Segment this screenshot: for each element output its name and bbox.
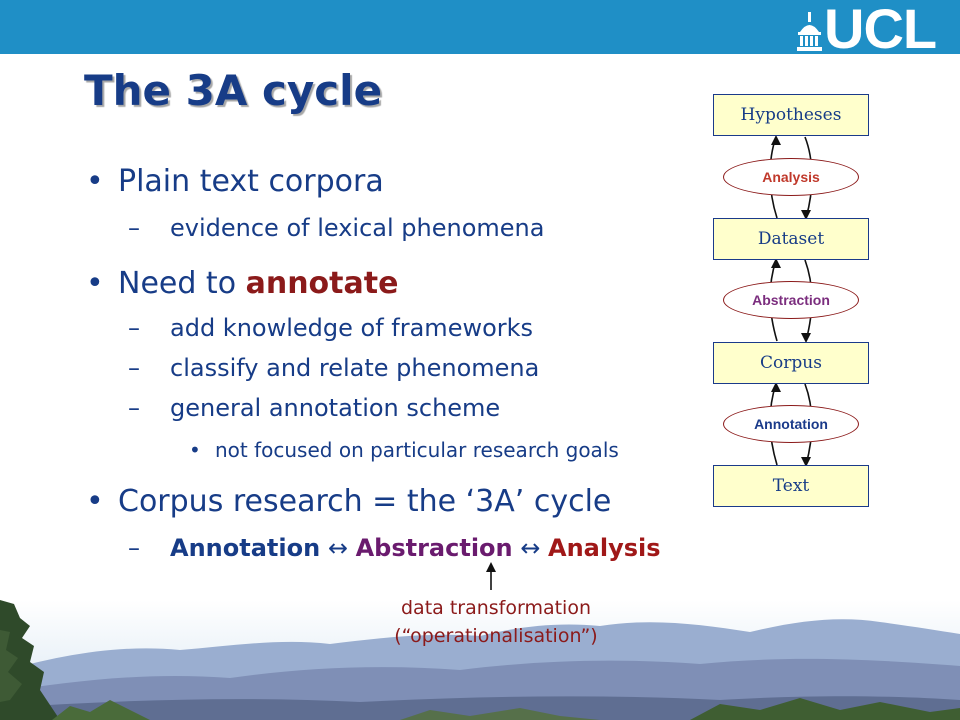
- sub-sub-bullet-text: not focused on particular research goals: [215, 438, 619, 462]
- bullet-text: Plain text corpora: [118, 164, 384, 199]
- sub-bullet-cycle: – Annotation ↔ Abstraction ↔ Analysis: [128, 534, 661, 562]
- oval-analysis: Analysis: [723, 158, 859, 196]
- oval-abstraction: Abstraction: [723, 281, 859, 319]
- bullet-marker: •: [86, 266, 104, 301]
- box-text: Text: [713, 465, 869, 507]
- bullet-prefix: Need to: [118, 266, 246, 301]
- sub-bullet-general-scheme: – general annotation scheme: [128, 394, 501, 422]
- bullet-marker: •: [86, 484, 104, 519]
- bullet-marker: •: [86, 164, 104, 199]
- note-line-2: (“operationalisation”): [394, 625, 598, 647]
- bullet-need-annotate: • Need to annotate: [86, 266, 399, 301]
- cycle-analysis: Analysis: [548, 534, 661, 562]
- cycle-annotation: Annotation: [170, 534, 321, 562]
- box-dataset: Dataset: [713, 218, 869, 260]
- sub-sub-bullet-not-focused: • not focused on particular research goa…: [189, 438, 619, 462]
- logo-text: UCL: [824, 0, 937, 60]
- sub-bullet-text: evidence of lexical phenomena: [170, 214, 545, 242]
- oval-annotation: Annotation: [723, 405, 859, 443]
- cycle-abstraction: Abstraction: [355, 534, 513, 562]
- slide-title: The 3A cycle: [84, 66, 383, 115]
- cycle-arrow: ↔: [520, 534, 541, 562]
- sub-bullet-evidence: – evidence of lexical phenomena: [128, 214, 545, 242]
- cycle-arrow: ↔: [327, 534, 348, 562]
- ucl-logo: UCL: [796, 0, 937, 60]
- bullet-marker: •: [189, 438, 201, 462]
- bullet-text: Corpus research = the ‘3A’ cycle: [118, 484, 612, 519]
- sub-bullet-add-knowledge: – add knowledge of frameworks: [128, 314, 534, 342]
- box-corpus: Corpus: [713, 342, 869, 384]
- dash-marker: –: [128, 314, 140, 342]
- dome-icon: [797, 12, 822, 51]
- sub-bullet-text: classify and relate phenomena: [170, 354, 540, 382]
- dash-marker: –: [128, 354, 140, 382]
- bullet-corpus-research: • Corpus research = the ‘3A’ cycle: [86, 484, 612, 519]
- dash-marker: –: [128, 534, 140, 562]
- sub-bullet-classify: – classify and relate phenomena: [128, 354, 540, 382]
- bullet-plain-text: • Plain text corpora: [86, 164, 384, 199]
- dash-marker: –: [128, 394, 140, 422]
- sub-bullet-text: add knowledge of frameworks: [170, 314, 534, 342]
- box-hypotheses: Hypotheses: [713, 94, 869, 136]
- sub-bullet-text: general annotation scheme: [170, 394, 501, 422]
- landscape-image: [0, 600, 960, 720]
- bullet-strong: annotate: [245, 266, 399, 301]
- note-data-transformation: data transformation (“operationalisation…: [366, 594, 626, 650]
- dash-marker: –: [128, 214, 140, 242]
- note-line-1: data transformation: [400, 597, 592, 619]
